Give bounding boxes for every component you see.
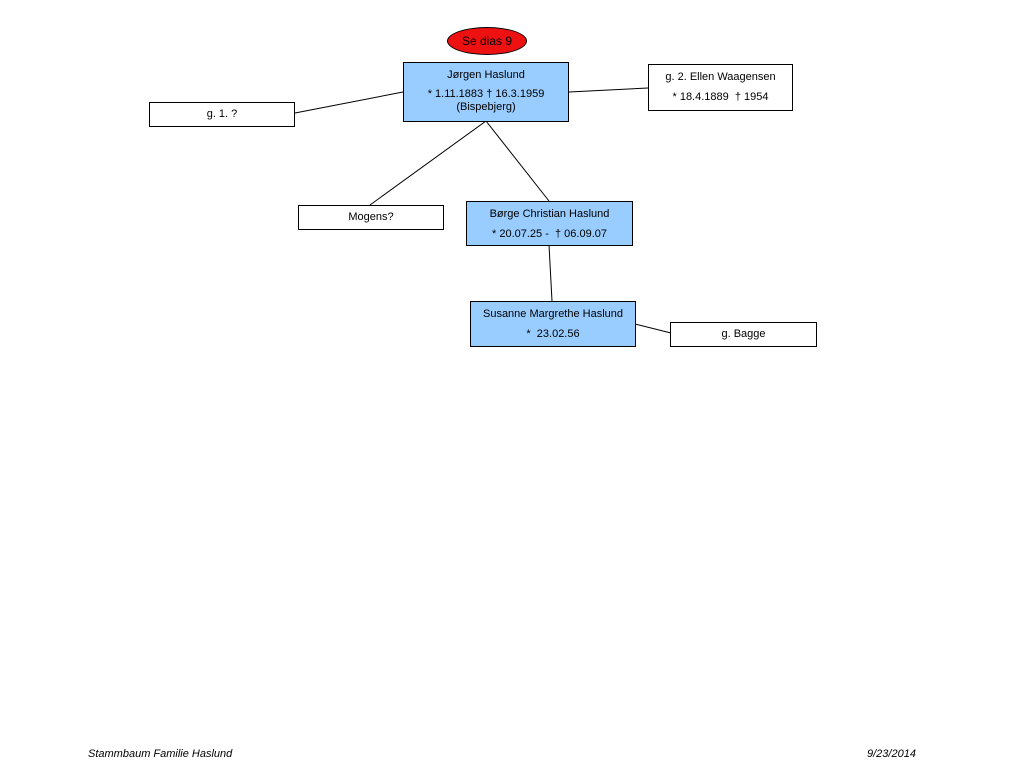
connector-jorgen-wife2: [568, 87, 649, 93]
footer-date: 9/23/2014: [867, 748, 916, 760]
spouse-box-wife1[interactable]: g. 1. ?: [149, 102, 295, 127]
person-box-jorgen[interactable]: Jørgen Haslund * 1.11.1883 † 16.3.1959 (…: [403, 62, 569, 122]
person-dates: * 20.07.25 - † 06.09.07: [492, 228, 607, 240]
person-dates: * 23.02.56: [526, 328, 580, 340]
person-name: Børge Christian Haslund: [489, 208, 610, 220]
person-box-borge[interactable]: Børge Christian Haslund * 20.07.25 - † 0…: [466, 201, 633, 246]
person-dates: * 1.11.1883 † 16.3.1959: [427, 88, 545, 100]
connector-borge-susanne: [548, 244, 553, 302]
reference-oval-label: Se dias 9: [461, 34, 513, 48]
person-box-susanne[interactable]: Susanne Margrethe Haslund * 23.02.56: [470, 301, 636, 347]
child-name: Mogens?: [348, 211, 394, 223]
connector-jorgen-borge: [485, 120, 550, 202]
spouse-name: g. 1. ?: [206, 108, 238, 120]
person-place: (Bispebjerg): [456, 101, 516, 113]
person-name: Jørgen Haslund: [447, 69, 525, 81]
footer-title: Stammbaum Familie Haslund: [88, 748, 233, 760]
connector-susanne-bagge: [634, 323, 672, 334]
person-name: Susanne Margrethe Haslund: [482, 308, 624, 320]
connector-jorgen-mogens: [369, 120, 487, 206]
spouse-dates: * 18.4.1889 † 1954: [672, 91, 769, 103]
spouse-name: g. Bagge: [721, 328, 766, 340]
spouse-box-bagge[interactable]: g. Bagge: [670, 322, 817, 347]
reference-oval[interactable]: Se dias 9: [447, 27, 527, 55]
spouse-name: g. 2. Ellen Waagensen: [665, 71, 776, 83]
connector-jorgen-wife1: [294, 91, 404, 114]
child-box-mogens[interactable]: Mogens?: [298, 205, 444, 230]
spouse-box-wife2[interactable]: g. 2. Ellen Waagensen * 18.4.1889 † 1954: [648, 64, 793, 111]
